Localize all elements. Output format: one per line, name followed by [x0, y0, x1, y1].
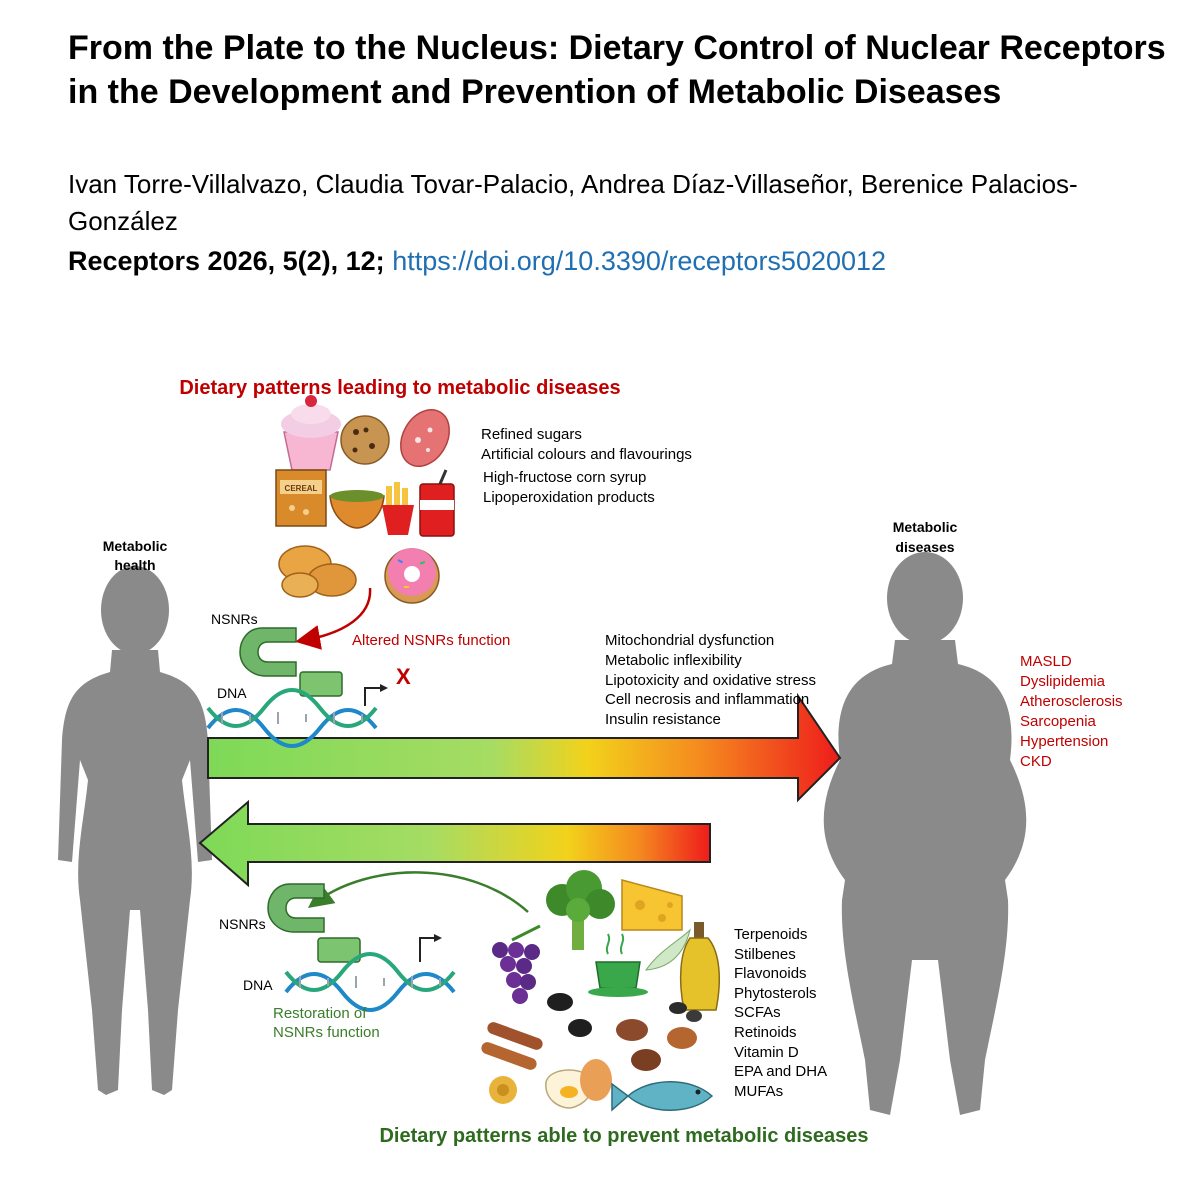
doi-link[interactable]: https://doi.org/10.3390/receptors5020012 — [392, 246, 887, 276]
salami-icon — [400, 409, 450, 467]
protective-diet-heading: Dietary patterns able to prevent metabol… — [379, 1125, 868, 1147]
beans-icon — [547, 993, 592, 1037]
paper-title: From the Plate to the Nucleus: Dietary C… — [68, 29, 1166, 111]
cheese-icon — [621, 879, 683, 931]
harmful-compound-item: Lipoperoxidation products — [483, 489, 655, 506]
transcription-arrowhead-top — [380, 684, 388, 692]
disease-item: Sarcopenia — [1020, 713, 1097, 730]
prevention-arrow — [198, 799, 711, 888]
metabolic-diseases-label-line2: diseases — [895, 539, 954, 555]
beneficial-compound-item: Terpenoids — [734, 926, 807, 943]
beneficial-compound-item: SCFAs — [734, 1004, 781, 1021]
journal-citation: Receptors 2026, 5(2), 12; — [68, 246, 385, 276]
beneficial-compound-item: Vitamin D — [734, 1044, 799, 1061]
effect-item: Mitochondrial dysfunction — [605, 632, 774, 649]
effect-item: Insulin resistance — [605, 711, 721, 728]
effect-item: Cell necrosis and inflammation — [605, 691, 809, 708]
blocked-transcription-mark: X — [396, 664, 411, 689]
harmful-compound-item: Refined sugars — [481, 426, 582, 443]
citation-line: Receptors 2026, 5(2), 12; https://doi.or… — [68, 242, 886, 280]
beneficial-compound-item: Stilbenes — [734, 946, 796, 963]
harmful-compounds-list: Refined sugars Artificial colours and fl… — [481, 426, 692, 506]
beneficial-compound-item: Retinoids — [734, 1024, 797, 1041]
fried-nuggets-icon — [278, 545, 357, 598]
beneficial-compound-item: EPA and DHA — [734, 1063, 827, 1080]
cupcake-icon — [281, 395, 341, 471]
soybeans-icon — [489, 1076, 517, 1104]
olive-oil-bottle-icon — [669, 922, 721, 1022]
restoration-label-line2: NSNRs function — [273, 1024, 380, 1041]
disease-item: Hypertension — [1020, 733, 1108, 750]
healthy-food-icons — [481, 870, 721, 1112]
healthy-woman-silhouette — [58, 566, 212, 1095]
cereal-box-label: CEREAL — [285, 484, 318, 493]
egg-icon — [545, 1059, 612, 1109]
broccoli-icon — [546, 870, 615, 950]
obese-woman-silhouette — [823, 552, 1027, 1115]
beneficial-compound-item: Phytosterols — [734, 985, 817, 1002]
disease-item: MASLD — [1020, 653, 1072, 670]
disease-item: Dyslipidemia — [1020, 673, 1106, 690]
green-tea-cup-icon — [588, 928, 691, 997]
nuclear-receptor-icon-top — [239, 627, 343, 697]
altered-signal-arrow — [295, 587, 372, 650]
dna-label-bottom: DNA — [243, 977, 273, 993]
altered-nsnrs-label: Altered NSNRs function — [352, 632, 510, 649]
transcription-start-arrow-bottom — [419, 937, 438, 962]
metabolic-health-label-line1: Metabolic — [103, 538, 168, 554]
progression-arrow — [207, 692, 842, 803]
fries-and-soda-icon — [382, 469, 455, 537]
soup-bowl-icon — [329, 490, 385, 529]
disease-list: MASLD Dyslipidemia Atherosclerosis Sarco… — [1020, 653, 1123, 770]
nsnrs-label-top: NSNRs — [211, 611, 258, 627]
transcription-start-arrow-top — [364, 687, 384, 706]
metabolic-health-label-line2: health — [114, 557, 155, 573]
metabolic-effects-list: Mitochondrial dysfunction Metabolic infl… — [605, 632, 816, 728]
harmful-compound-item: Artificial colours and flavourings — [481, 446, 692, 463]
grapes-icon — [492, 924, 541, 1004]
transcription-arrowhead-bottom — [434, 934, 442, 942]
author-list: Ivan Torre-Villalvazo, Claudia Tovar-Pal… — [68, 169, 1078, 236]
effect-item: Metabolic inflexibility — [605, 652, 742, 669]
dna-helix-icon-bottom — [284, 952, 456, 1012]
cookie-icon — [340, 415, 390, 465]
disease-item: Atherosclerosis — [1020, 693, 1123, 710]
pecan-nuts-icon — [616, 1019, 697, 1071]
fish-icon — [611, 1081, 714, 1112]
donut-icon — [384, 548, 440, 604]
restoring-signal-arrow — [307, 871, 529, 913]
nsnrs-label-bottom: NSNRs — [219, 916, 266, 932]
cinnamon-sticks-icon — [481, 1022, 543, 1070]
harmful-compound-item: High-fructose corn syrup — [483, 469, 646, 486]
beneficial-compound-item: MUFAs — [734, 1083, 783, 1100]
beneficial-compounds-list: Terpenoids Stilbenes Flavonoids Phytoste… — [734, 926, 827, 1100]
dna-helix-icon-top — [206, 688, 378, 748]
disease-item: CKD — [1020, 753, 1052, 770]
unhealthy-food-icons: CEREAL — [275, 395, 455, 604]
dna-label-top: DNA — [217, 685, 247, 701]
effect-item: Lipotoxicity and oxidative stress — [605, 672, 816, 689]
nuclear-receptor-icon-bottom — [267, 883, 361, 963]
metabolic-diseases-label-line1: Metabolic — [893, 519, 958, 535]
cereal-box-icon: CEREAL — [275, 469, 327, 527]
harmful-diet-heading: Dietary patterns leading to metabolic di… — [179, 377, 620, 399]
beneficial-compound-item: Flavonoids — [734, 965, 807, 982]
restoration-label-line1: Restoration of — [273, 1005, 367, 1022]
